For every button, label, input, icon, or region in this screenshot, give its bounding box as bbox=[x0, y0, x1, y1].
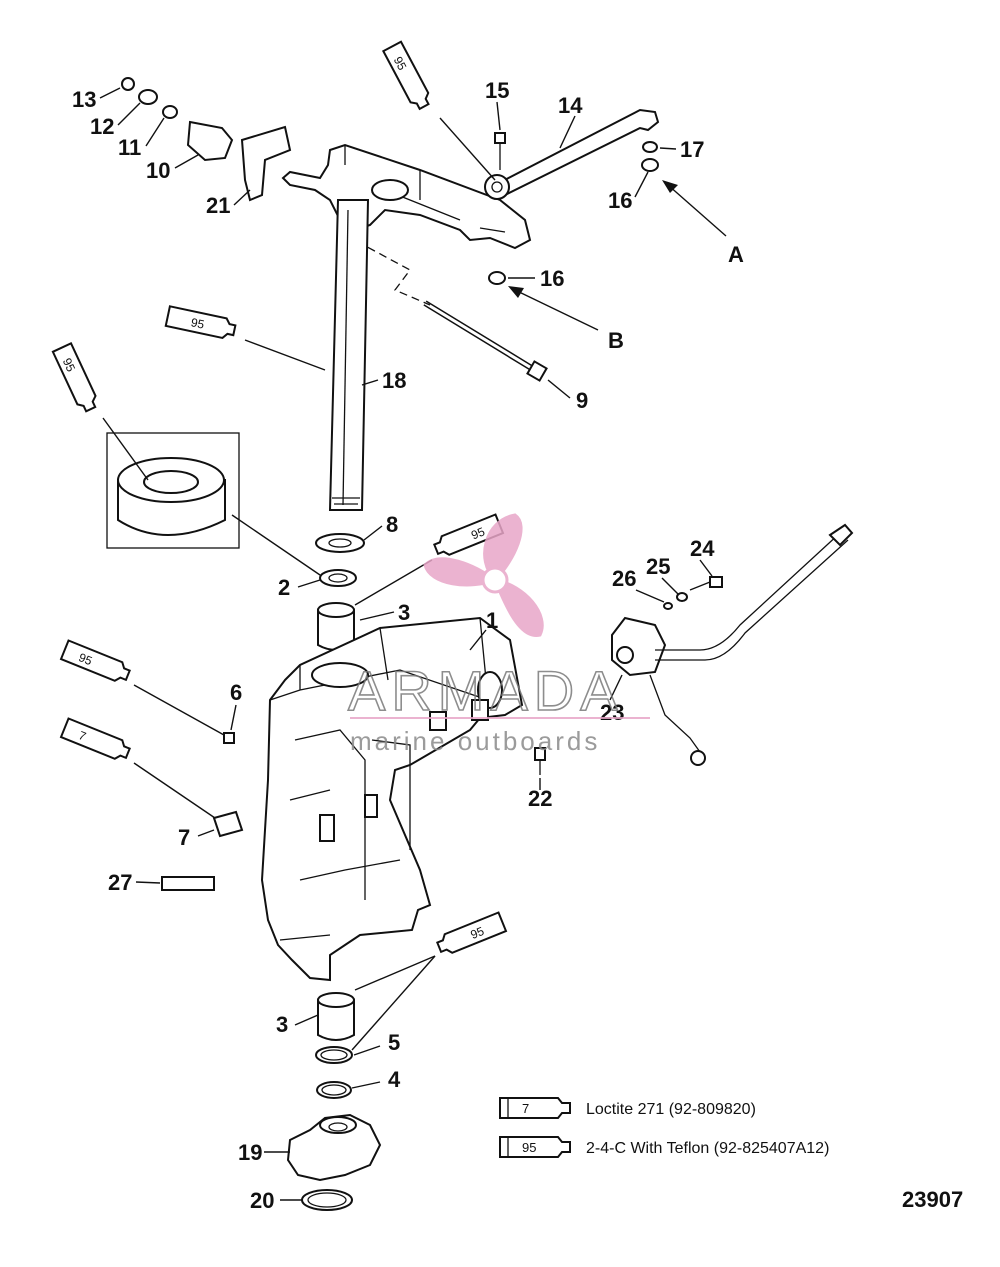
tube-95-top: 95 bbox=[381, 40, 430, 111]
callout-25: 25 bbox=[646, 554, 670, 579]
callout-15: 15 bbox=[485, 78, 509, 103]
bushing-inset bbox=[106, 432, 240, 549]
view-letter-b: B bbox=[608, 328, 624, 353]
view-letter-a: A bbox=[728, 242, 744, 267]
grease-tubes: 95 95 95 95 7 95 95 bbox=[51, 40, 508, 954]
tube-7-bracket: 7 bbox=[59, 717, 131, 760]
tube-label: 95 bbox=[60, 356, 78, 374]
callout-6: 6 bbox=[230, 680, 242, 705]
tube-label: 95 bbox=[469, 524, 487, 542]
tube-95-inset: 95 bbox=[51, 342, 97, 413]
callout-5: 5 bbox=[388, 1030, 400, 1055]
legend-item-grease: 95 2-4-C With Teflon (92-825407A12) bbox=[499, 1136, 829, 1158]
propeller-logo bbox=[423, 513, 544, 637]
callout-8: 8 bbox=[386, 512, 398, 537]
callout-3-upper: 3 bbox=[398, 600, 410, 625]
legend-item-loctite: 7 Loctite 271 (92-809820) bbox=[499, 1097, 756, 1119]
trim-sender bbox=[611, 523, 854, 766]
callout-16-top: 16 bbox=[608, 188, 632, 213]
callout-13: 13 bbox=[72, 87, 96, 112]
tube-95-upper-bushing: 95 bbox=[433, 513, 505, 556]
tube-label: 95 bbox=[190, 315, 206, 332]
callout-24: 24 bbox=[690, 536, 715, 561]
callout-22: 22 bbox=[528, 786, 552, 811]
callout-11: 11 bbox=[118, 135, 141, 160]
legend-tube-label: 95 bbox=[522, 1140, 536, 1155]
callout-2: 2 bbox=[278, 575, 290, 600]
propeller-blade bbox=[423, 557, 499, 587]
swivel-tube bbox=[328, 199, 370, 511]
watermark: ARMADA marine outboards bbox=[347, 513, 650, 756]
legend-text: Loctite 271 (92-809820) bbox=[586, 1101, 756, 1118]
callout-10: 10 bbox=[146, 158, 170, 183]
tube-label: 95 bbox=[391, 54, 410, 73]
tube-95-swivel: 95 bbox=[164, 305, 237, 340]
swivel-bracket bbox=[260, 616, 524, 982]
callout-23: 23 bbox=[600, 700, 624, 725]
legend-tube-label: 7 bbox=[522, 1101, 529, 1116]
callout-20: 20 bbox=[250, 1188, 274, 1213]
callout-numbers: 13 12 11 10 21 15 14 17 16 16 18 9 8 2 3… bbox=[72, 78, 744, 1213]
tube-label: 95 bbox=[77, 650, 95, 668]
callout-4: 4 bbox=[388, 1067, 401, 1092]
propeller-blade bbox=[492, 578, 544, 637]
callout-1: 1 bbox=[486, 608, 498, 633]
callout-21: 21 bbox=[206, 193, 230, 218]
tube-95-lower: 95 bbox=[436, 911, 508, 954]
top-left-small-parts bbox=[121, 77, 292, 202]
upper-bushings bbox=[315, 533, 365, 651]
callout-3-lower: 3 bbox=[276, 1012, 288, 1037]
drawing-number: 23907 bbox=[902, 1187, 963, 1212]
callout-26: 26 bbox=[612, 566, 636, 591]
callout-16-under: 16 bbox=[540, 266, 564, 291]
callout-19: 19 bbox=[238, 1140, 262, 1165]
callout-9: 9 bbox=[576, 388, 588, 413]
leader-lines bbox=[99, 87, 727, 1201]
callout-12: 12 bbox=[90, 114, 114, 139]
watermark-tagline: marine outboards bbox=[350, 726, 600, 756]
tube-95-bracket: 95 bbox=[59, 639, 131, 682]
propeller-blade bbox=[483, 513, 523, 583]
lower-parts bbox=[286, 992, 382, 1211]
legend: 7 Loctite 271 (92-809820) 95 2-4-C With … bbox=[499, 1097, 829, 1158]
callout-17: 17 bbox=[680, 137, 704, 162]
callout-18: 18 bbox=[382, 368, 406, 393]
legend-text: 2-4-C With Teflon (92-825407A12) bbox=[586, 1140, 829, 1157]
callout-27: 27 bbox=[108, 870, 132, 895]
tube-label: 7 bbox=[77, 728, 89, 744]
callout-7: 7 bbox=[178, 825, 190, 850]
callout-14: 14 bbox=[558, 93, 583, 118]
tube-label: 95 bbox=[468, 924, 486, 942]
watermark-brand: ARMADA bbox=[348, 659, 624, 722]
bracket-small-parts bbox=[161, 732, 546, 891]
